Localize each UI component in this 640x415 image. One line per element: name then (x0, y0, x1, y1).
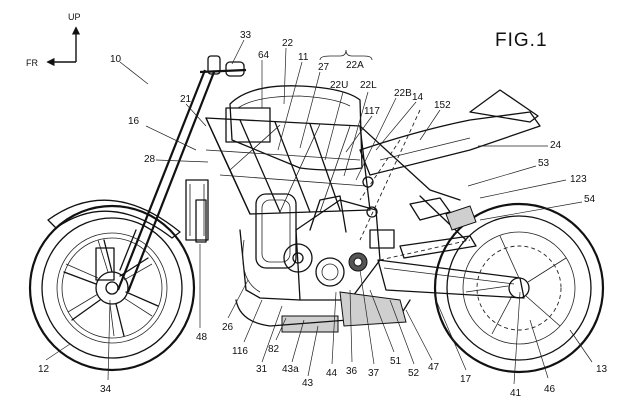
part-label: 123 (570, 174, 587, 185)
brace-22a (319, 49, 373, 61)
part-label: 22L (360, 80, 377, 91)
part-label: 16 (128, 116, 140, 127)
part-label: 22 (282, 38, 294, 49)
figure-title: FIG.1 (495, 30, 548, 51)
part-label: 52 (408, 368, 420, 379)
part-label: 22B (394, 88, 412, 99)
part-label: 21 (180, 94, 192, 105)
part-label: 54 (584, 194, 596, 205)
part-label: 48 (196, 332, 208, 343)
part-label: 41 (510, 388, 522, 399)
part-label: 17 (460, 374, 472, 385)
part-label: 22U (330, 80, 348, 91)
part-label: 53 (538, 158, 550, 169)
part-label: 33 (240, 30, 252, 41)
part-label: 46 (544, 384, 556, 395)
part-label: 51 (390, 356, 402, 367)
up-label: UP (68, 12, 81, 22)
part-label: 14 (412, 92, 424, 103)
part-label: 26 (222, 322, 234, 333)
part-label: 22A (346, 60, 364, 71)
part-label: 24 (550, 140, 562, 151)
leader-lines (45, 39, 593, 385)
front-fork (95, 69, 216, 293)
swingarm (369, 229, 525, 299)
part-label: 36 (346, 366, 358, 377)
part-label: 43 (302, 378, 314, 389)
part-label: 43a (282, 364, 299, 375)
part-label: 11 (298, 52, 309, 63)
part-label: 64 (258, 50, 270, 61)
part-label: 34 (100, 384, 112, 395)
hidden-lines (359, 109, 471, 261)
part-label: 37 (368, 368, 380, 379)
rear-wheel (433, 202, 605, 374)
handlebar (185, 55, 247, 241)
part-label: 27 (318, 62, 330, 73)
exhaust (235, 291, 411, 327)
part-label: 12 (38, 364, 50, 375)
frame (205, 117, 461, 215)
part-label: 13 (596, 364, 608, 375)
part-label: 116 (232, 346, 248, 357)
part-label: 28 (144, 154, 156, 165)
part-label: 47 (428, 362, 440, 373)
part-label: 152 (434, 100, 451, 111)
fuel-tank (225, 85, 363, 171)
front-wheel (28, 199, 196, 372)
part-label: 82 (268, 344, 280, 355)
front-label: FR (26, 58, 38, 68)
assembly-label: 10 (110, 54, 122, 65)
part-label: 44 (326, 368, 338, 379)
part-label: 31 (256, 364, 268, 375)
direction-indicator (46, 26, 81, 67)
rear-suspension (362, 176, 477, 241)
part-label: 117 (364, 106, 380, 117)
